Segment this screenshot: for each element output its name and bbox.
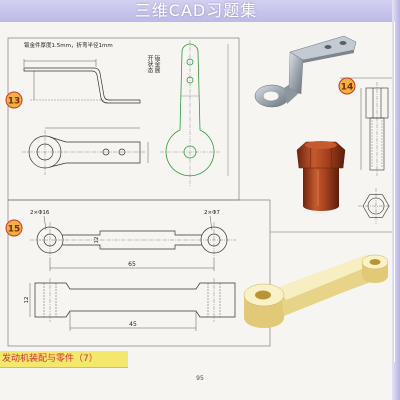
hex-fitting-top-view [358,188,391,224]
leader-line [43,215,47,231]
bracket-top-view [22,127,149,175]
bent-bracket-side-view [23,59,141,104]
chapter-caption: 发动机装配与零件（7） [0,351,128,368]
problem-15-badge: 15 [5,219,23,237]
badge-number: 13 [8,97,21,107]
link-bar-top-edge [62,230,202,236]
right-boss-hole [369,259,381,265]
metal-bracket-3d [254,35,357,108]
side-thickness-dimension: 12 [24,297,30,304]
link-side-view [29,278,236,331]
bracket-arm-outline [49,136,141,168]
problem-13-badge: 13 [5,91,23,109]
badge-circle [5,91,23,109]
chapter-caption-text: 发动机装配与零件（7） [2,354,98,364]
bracket-top-plate [289,35,357,61]
problem-13-note: 钣金件厚度1.5mm，折弯半径1mm [24,41,113,49]
flat-pattern-view [160,40,229,186]
bent-bracket-outline [23,67,141,104]
page-header: 三维CAD习题集 [0,0,392,22]
badge-circle [338,77,356,95]
bracket-plate-edge [303,50,354,63]
link-side-outline [34,282,236,318]
link-bar-bottom-edge [62,244,202,250]
badge-number: 15 [8,225,21,235]
right-hole-label: 2×Φ7 [204,210,220,216]
page-number: 95 [196,375,204,382]
badge-number: 14 [341,83,354,93]
problem-14-badge: 14 [338,77,356,95]
bracket-plate-hole [339,41,347,45]
left-hole-label: 2×Φ16 [30,210,50,216]
copper-cylinder-bottom [303,201,339,211]
page-title: 三维CAD习题集 [134,1,258,20]
side-view-length-dimension: 45 [129,321,137,328]
yellow-link-3d [243,254,389,328]
badge-circle [5,219,23,237]
page-edge-strip [392,0,400,400]
bracket-plate-hole [324,45,332,49]
flat-pattern-label: 钣金展开状态 [146,55,160,73]
leader-line [209,215,213,231]
link-top-view [30,215,236,271]
copper-hex-body [296,141,346,169]
copper-hex-part-3d [296,141,346,211]
bracket-ring-hole [262,90,280,102]
link-bar-top-face [276,254,380,300]
left-boss-hole [255,290,271,300]
copper-cylinder [303,166,339,206]
top-view-length-dimension: 65 [128,261,136,268]
bar-width-dimension: 12 [94,237,100,244]
hex-fitting-front-view [360,82,389,176]
flat-pattern-outline [165,43,215,177]
problem-13-frame [7,37,240,201]
link-bar-front-face [282,266,374,316]
page-edge-line [394,22,395,362]
problem-15-frame [7,199,271,347]
copper-top-face [305,141,337,149]
